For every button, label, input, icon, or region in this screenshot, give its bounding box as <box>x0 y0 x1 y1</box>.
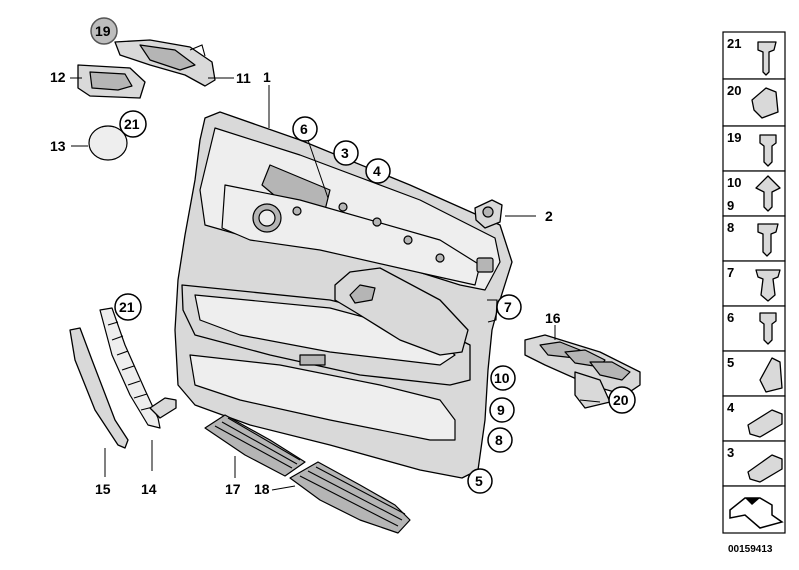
svg-text:19: 19 <box>95 23 111 39</box>
callout-15: 15 <box>95 481 111 497</box>
svg-text:4: 4 <box>373 163 381 179</box>
svg-text:5: 5 <box>475 473 483 489</box>
handle-cup <box>77 64 146 99</box>
document-id: 00159413 <box>728 544 773 555</box>
svg-text:15: 15 <box>95 481 111 497</box>
screw-icon <box>757 223 779 257</box>
speaker-grille <box>88 125 128 161</box>
callout-18: 18 <box>254 481 270 497</box>
callout-17: 17 <box>225 481 241 497</box>
grille-strip-17 <box>204 414 306 477</box>
window-switch-block <box>524 334 641 409</box>
svg-text:8: 8 <box>495 432 503 448</box>
svg-text:12: 12 <box>50 69 66 85</box>
leader-lines <box>70 77 556 491</box>
svg-text:6: 6 <box>300 121 308 137</box>
legend-cell-3: 3 <box>722 440 786 487</box>
callout-1: 1 <box>263 69 271 85</box>
svg-text:21: 21 <box>124 116 140 132</box>
retainer-clip-icon <box>747 409 783 438</box>
svg-text:9: 9 <box>727 198 734 213</box>
clip-nut-icon <box>759 357 783 393</box>
callout-21-top: 21 <box>119 110 147 138</box>
wedge-shim-shadow-icon <box>745 498 760 505</box>
svg-text:10: 10 <box>494 370 510 386</box>
svg-text:3: 3 <box>727 445 734 460</box>
callout-9: 9 <box>489 397 515 423</box>
callout-6: 6 <box>292 116 318 142</box>
callout-11: 11 <box>236 70 251 86</box>
callout-14: 14 <box>141 481 157 497</box>
callout-19: 19 <box>90 17 118 45</box>
svg-text:5: 5 <box>727 355 734 370</box>
callout-12: 12 <box>50 69 66 85</box>
svg-text:11: 11 <box>236 70 251 86</box>
svg-text:13: 13 <box>50 138 66 154</box>
svg-text:20: 20 <box>613 392 629 408</box>
svg-text:6: 6 <box>727 310 734 325</box>
grille-strip-18 <box>289 461 411 534</box>
callout-10: 10 <box>490 365 516 391</box>
svg-text:17: 17 <box>225 481 241 497</box>
svg-text:1: 1 <box>263 69 271 85</box>
switch-housing <box>474 199 503 229</box>
svg-text:7: 7 <box>504 299 512 315</box>
legend-cell-21: 21 <box>722 31 786 80</box>
svg-text:18: 18 <box>254 481 270 497</box>
screw-icon <box>759 312 777 345</box>
svg-text:10: 10 <box>727 175 741 190</box>
svg-text:7: 7 <box>727 265 734 280</box>
screw-icon <box>757 41 777 76</box>
svg-text:8: 8 <box>727 220 734 235</box>
pull-handle-cover <box>69 327 129 449</box>
fastener-legend: 21 20 19 10 9 8 7 <box>722 31 786 534</box>
callout-21-left: 21 <box>114 293 142 321</box>
svg-text:14: 14 <box>141 481 157 497</box>
expanding-rivet-icon <box>755 269 781 302</box>
svg-text:19: 19 <box>727 130 741 145</box>
expanding-clip-icon <box>755 175 781 212</box>
svg-text:21: 21 <box>727 36 741 51</box>
callout-3: 3 <box>333 140 359 166</box>
legend-cell-19: 19 <box>722 125 786 172</box>
callout-8: 8 <box>487 427 513 453</box>
pull-handle-carrier <box>99 307 177 429</box>
legend-cell-10-9: 10 9 <box>722 170 786 217</box>
legend-cell-wedge <box>722 485 786 534</box>
callout-13: 13 <box>50 138 66 154</box>
svg-text:3: 3 <box>341 145 349 161</box>
callout-2: 2 <box>545 208 553 224</box>
legend-cell-6: 6 <box>722 305 786 352</box>
svg-text:21: 21 <box>119 299 135 315</box>
svg-text:4: 4 <box>727 400 735 415</box>
door-trim-panel <box>174 111 513 479</box>
svg-text:2: 2 <box>545 208 553 224</box>
callout-20: 20 <box>608 386 636 414</box>
retainer-clip-icon <box>747 454 783 483</box>
legend-cell-5: 5 <box>722 350 786 397</box>
bracket-clip-icon <box>751 87 779 119</box>
inner-handle-bracket <box>114 39 216 87</box>
legend-cell-8: 8 <box>722 215 786 262</box>
legend-cell-7: 7 <box>722 260 786 307</box>
svg-text:16: 16 <box>545 310 561 326</box>
screw-icon <box>759 134 777 167</box>
legend-cell-4: 4 <box>722 395 786 442</box>
svg-text:9: 9 <box>497 402 505 418</box>
svg-text:20: 20 <box>727 83 741 98</box>
legend-cell-20: 20 <box>722 78 786 127</box>
callout-5: 5 <box>467 468 493 494</box>
callout-4: 4 <box>365 158 391 184</box>
callout-7: 7 <box>496 294 522 320</box>
callout-16: 16 <box>545 310 561 326</box>
